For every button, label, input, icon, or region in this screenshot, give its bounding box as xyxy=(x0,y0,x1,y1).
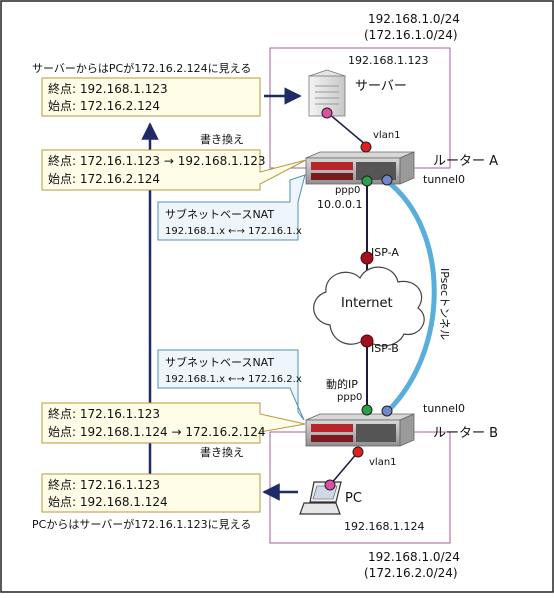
router-b-tunnel-port xyxy=(381,405,393,417)
router-a-vlan-label: vlan1 xyxy=(373,130,401,141)
packet-box-b-line2: 始点: 192.168.1.124 → 172.16.2.124 xyxy=(48,425,266,439)
packet-box-b xyxy=(41,402,306,444)
nat-b-line: 192.168.1.x ←→ 172.16.2.x xyxy=(165,374,302,385)
ipsec-tunnel-label: IPsecトンネル xyxy=(438,268,451,340)
router-a-vlan-port xyxy=(360,141,372,153)
router-a-wan-ip: 10.0.0.1 xyxy=(317,198,362,211)
caption-top: サーバーからはPCが172.16.2.124に見える xyxy=(32,61,251,75)
pc-ip: 192.168.1.124 xyxy=(344,520,424,533)
packet-box-a-line1: 終点: 172.16.1.123 → 192.168.1.123 xyxy=(48,153,266,168)
packet-box-top-line2: 始点: 172.16.2.124 xyxy=(48,99,160,113)
server-label: サーバー xyxy=(355,79,407,94)
pc-link xyxy=(329,451,359,486)
packet-box-top-line1: 終点: 192.168.1.123 xyxy=(48,81,168,96)
packet-box-a-line2: 始点: 172.16.2.124 xyxy=(48,172,160,186)
net-bottom-line2: (172.16.2.0/24) xyxy=(364,566,458,580)
rewrite-label-a: 書き換え xyxy=(200,132,244,146)
router-a-label: ルーター A xyxy=(433,154,498,169)
nat-box-a xyxy=(157,174,306,241)
isp-b-node xyxy=(360,334,374,348)
router-b-icon xyxy=(305,413,415,447)
router-a-tunnel-port xyxy=(381,174,393,186)
server-ip: 192.168.1.123 xyxy=(348,54,428,67)
packet-box-bottom xyxy=(41,473,261,513)
ipsec-tunnel xyxy=(384,178,437,415)
nat-box-b xyxy=(157,349,305,421)
pc-label: PC xyxy=(345,491,362,506)
router-b-dyn-ip: 動的IP xyxy=(326,377,358,391)
pc-port xyxy=(324,479,336,491)
nat-a-line: 192.168.1.x ←→ 172.16.1.x xyxy=(165,226,302,237)
packet-box-a xyxy=(41,149,307,191)
nat-b-title: サブネットベースNAT xyxy=(165,355,274,369)
router-b-vlan-label: vlan1 xyxy=(369,457,397,468)
rewrite-label-b: 書き換え xyxy=(200,445,244,459)
packet-box-bottom-line2: 始点: 192.168.1.124 xyxy=(48,495,168,509)
router-b-ppp-port xyxy=(361,404,373,416)
net-top-line1: 192.168.1.0/24 xyxy=(368,12,460,26)
server-link xyxy=(327,112,367,146)
router-b-vlan-port xyxy=(352,446,364,458)
router-b-label: ルーター B xyxy=(433,426,498,441)
router-a-ppp-port xyxy=(361,175,373,187)
router-a-tunnel-label: tunnel0 xyxy=(423,173,465,186)
server-icon xyxy=(307,69,347,117)
router-b-ppp-label: ppp0 xyxy=(337,392,362,403)
isp-a-label: ISP-A xyxy=(371,246,399,259)
packet-box-top xyxy=(41,77,261,117)
net-top-line2: (172.16.1.0/24) xyxy=(364,28,458,42)
packet-box-bottom-line1: 終点: 172.16.1.123 xyxy=(48,477,160,492)
isp-b-label: ISP-B xyxy=(371,342,399,355)
router-a-icon xyxy=(305,151,415,185)
isp-a-node xyxy=(360,251,374,265)
router-b-tunnel-label: tunnel0 xyxy=(423,402,465,415)
router-a-ppp-label: ppp0 xyxy=(335,185,360,196)
nat-a-title: サブネットベースNAT xyxy=(165,207,274,221)
packet-box-b-line1: 終点: 172.16.1.123 xyxy=(48,406,160,421)
server-port xyxy=(321,107,333,119)
internet-label: Internet xyxy=(341,296,393,311)
net-bottom-line1: 192.168.1.0/24 xyxy=(368,550,460,564)
caption-bottom: PCからはサーバーが172.16.1.123に見える xyxy=(32,517,251,531)
